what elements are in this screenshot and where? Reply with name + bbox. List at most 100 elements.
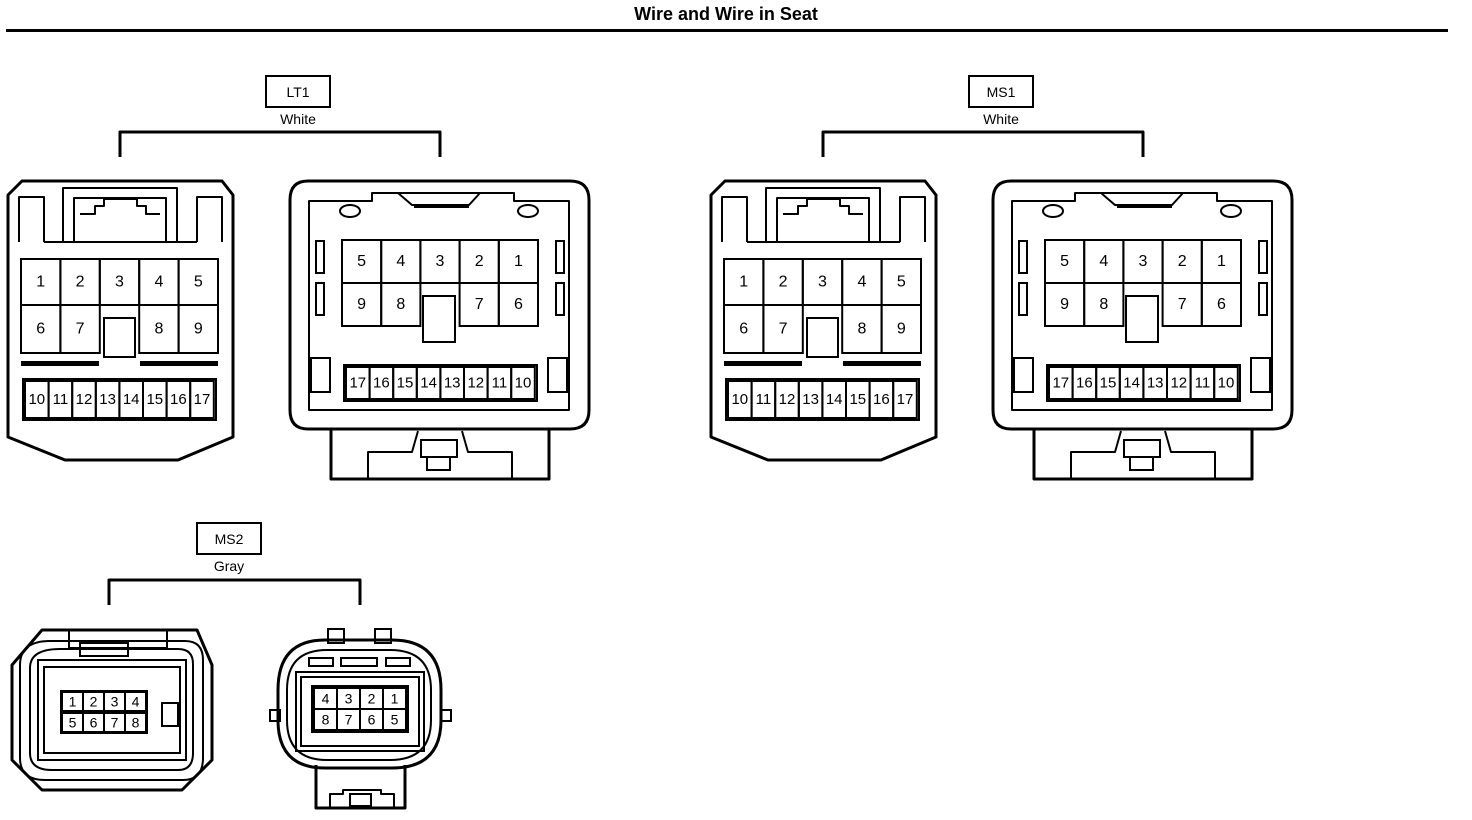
row-frame (22, 378, 217, 421)
pin-number: 10 (1218, 375, 1235, 392)
pin-number: 7 (76, 321, 85, 338)
guide-bar (21, 361, 99, 366)
pin-frame (300, 676, 420, 747)
housing-inner (308, 192, 570, 411)
housing-base (314, 765, 407, 810)
pin-number: 13 (1147, 375, 1164, 392)
side-tab (161, 702, 179, 727)
pin-number: 2 (90, 694, 98, 710)
pin-cell (59, 304, 101, 354)
housing-detail (18, 196, 45, 242)
lock-tab (1123, 439, 1161, 458)
pin-number: 5 (391, 712, 399, 728)
pin-number: 13 (802, 391, 819, 408)
pin-number: 4 (322, 691, 330, 707)
pin-number: 14 (1123, 375, 1140, 392)
pin-number: 7 (779, 321, 788, 338)
lock-tab (420, 439, 458, 458)
pin-number: 13 (99, 391, 116, 408)
pin-number: 6 (90, 715, 98, 731)
housing-inner (29, 648, 194, 771)
pin-number: 16 (1076, 375, 1093, 392)
latch (327, 628, 345, 644)
pin-number: 17 (349, 375, 366, 392)
housing-base (329, 429, 551, 481)
pin-number: 3 (1139, 253, 1148, 270)
mount-hole (1220, 204, 1242, 218)
pin-number: 14 (826, 391, 843, 408)
pin-number: 10 (28, 391, 45, 408)
connector-id-box (968, 75, 1034, 108)
lock-tab (1129, 456, 1154, 471)
mount-hole (339, 204, 361, 218)
connector-id: MS2 (215, 531, 244, 547)
pin-number: 8 (1099, 296, 1108, 313)
latch-bar (414, 204, 469, 208)
housing-outline (288, 179, 591, 431)
pin-number: 12 (467, 375, 484, 392)
pin-number: 5 (897, 274, 906, 291)
pin-number: 1 (739, 274, 748, 291)
side-slot (547, 357, 568, 393)
housing-outline (10, 628, 214, 792)
housing-detail (196, 196, 223, 242)
housing-base (1032, 429, 1254, 481)
pin-number: 3 (115, 274, 124, 291)
guide-slot (385, 657, 411, 667)
row-frame (1046, 364, 1241, 402)
housing-detail (721, 196, 748, 242)
row-frame (60, 690, 148, 734)
pin-number: 14 (420, 375, 437, 392)
pin-number: 8 (857, 321, 866, 338)
housing-detail (899, 196, 926, 242)
pin-number: 4 (154, 274, 163, 291)
pin-cell (382, 708, 407, 731)
housing-base-detail (1070, 430, 1216, 479)
side-tab (440, 709, 452, 722)
pin-number: 3 (111, 694, 119, 710)
pin-cell (497, 282, 539, 327)
mount-hole (517, 204, 539, 218)
side-slot (1250, 357, 1271, 393)
pin-frame (43, 666, 181, 754)
key-slot (103, 317, 136, 358)
housing-base-detail (367, 430, 513, 479)
pin-number: 3 (436, 253, 445, 270)
side-slot (315, 240, 325, 274)
connector-color: Gray (214, 558, 244, 574)
latch-outline (776, 197, 870, 242)
latch-notch (397, 192, 481, 206)
pin-number: 15 (1100, 375, 1117, 392)
pin-number: 12 (779, 391, 796, 408)
side-tab (269, 709, 281, 722)
pin-number: 4 (857, 274, 866, 291)
side-slot (1013, 357, 1034, 393)
pin-number: 9 (194, 321, 203, 338)
connector-bracket (107, 578, 362, 605)
guide-slot (308, 657, 334, 667)
housing-outline (709, 179, 938, 462)
pin-number: 12 (76, 391, 93, 408)
pin-number: 3 (345, 691, 353, 707)
latch-lock (80, 198, 160, 215)
pin-number: 6 (368, 712, 376, 728)
row-frame (311, 685, 409, 733)
pin-number: 3 (818, 274, 827, 291)
latch-outline (73, 197, 167, 242)
pin-cell (892, 380, 918, 419)
mount-hole (1042, 204, 1064, 218)
latch-lock (783, 198, 863, 215)
lock-tab (426, 456, 451, 471)
side-slot (1258, 240, 1268, 274)
pin-number: 5 (69, 715, 77, 731)
row-frame (343, 364, 538, 402)
latch-outline (62, 187, 178, 242)
pin-number: 17 (194, 391, 211, 408)
pin-number: 4 (396, 253, 405, 270)
housing-base-detail (329, 789, 395, 808)
